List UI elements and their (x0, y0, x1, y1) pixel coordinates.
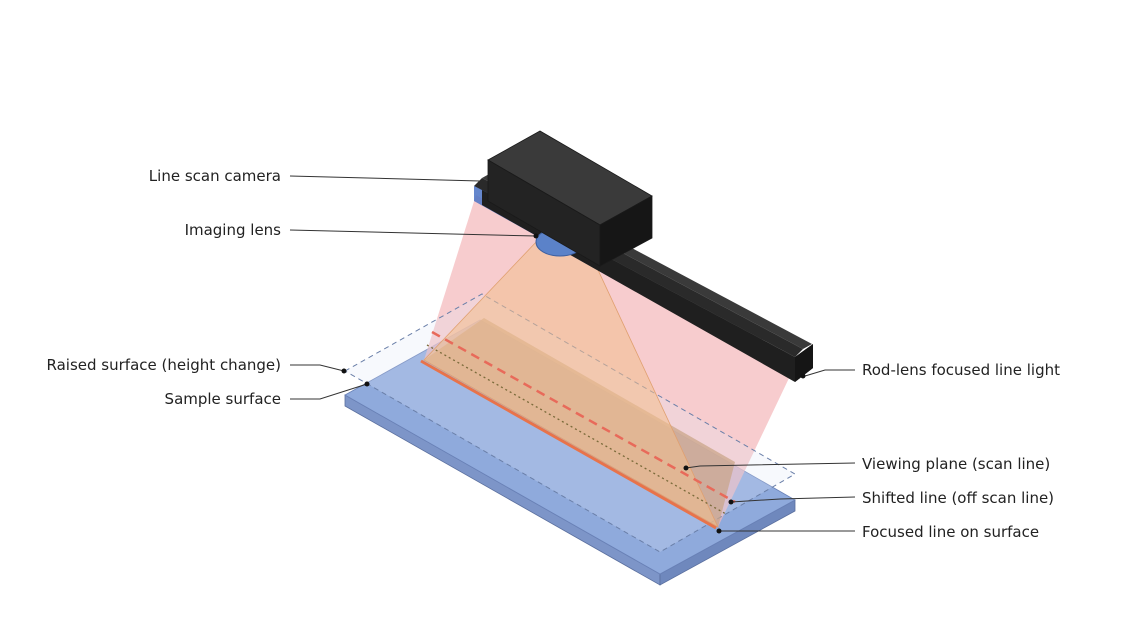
leader-camera (289, 175, 481, 182)
dot-light (800, 373, 806, 379)
scan-line (426, 344, 727, 515)
dot-focused (716, 528, 722, 534)
leader-sample (290, 383, 368, 400)
light-bar-end-cap (795, 344, 813, 382)
dot-sample (364, 381, 370, 387)
dot-viewing (683, 465, 689, 471)
leader-lens (289, 229, 537, 237)
leader-lines (289, 175, 856, 532)
label-focused-line: Focused line on surface (862, 523, 1040, 541)
camera-side-face (599, 195, 653, 267)
label-imaging-lens: Imaging lens (184, 221, 281, 239)
dot-shifted (728, 499, 734, 505)
dot-lens (533, 233, 539, 239)
shifted-line (431, 330, 736, 504)
label-sample-surface: Sample surface (164, 390, 281, 408)
leader-shifted (730, 496, 856, 503)
label-line-scan-camera: Line scan camera (148, 167, 281, 185)
leader-light (804, 369, 855, 377)
leader-raised (290, 364, 345, 372)
dot-raised (341, 368, 347, 374)
label-shifted-line: Shifted line (off scan line) (862, 489, 1055, 507)
leader-dots (341, 233, 806, 534)
line-scan-camera (487, 130, 653, 267)
leader-viewing (685, 462, 856, 469)
focused-line (420, 359, 717, 530)
label-viewing-plane: Viewing plane (scan line) (862, 455, 1051, 473)
label-rod-lens-line-light: Rod-lens focused line light (862, 361, 1060, 379)
label-raised-surface: Raised surface (height change) (46, 356, 281, 374)
